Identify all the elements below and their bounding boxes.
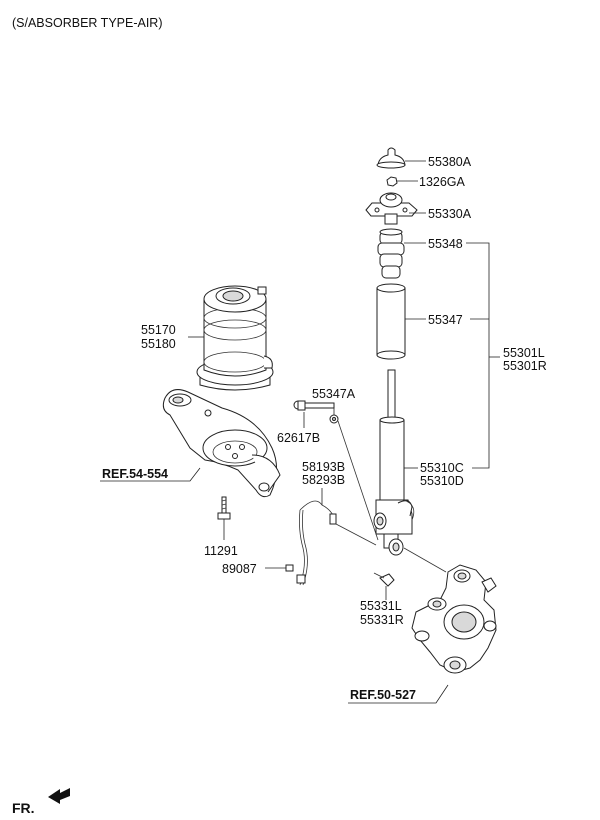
- label-55301L: 55301L: [503, 346, 545, 360]
- nut-part[interactable]: [386, 176, 398, 187]
- label-55348: 55348: [428, 237, 463, 251]
- label-55301R: 55301R: [503, 359, 547, 373]
- bolt-11291-part[interactable]: [217, 496, 231, 520]
- ref-link-50-527[interactable]: REF.50-527: [350, 688, 416, 702]
- knuckle-part[interactable]: [411, 564, 497, 674]
- front-direction-label: FR.: [12, 800, 35, 816]
- ref-link-54-554[interactable]: REF.54-554: [102, 467, 168, 481]
- label-55310D: 55310D: [420, 474, 464, 488]
- leader-lines: [100, 160, 500, 704]
- front-arrow-icon: [48, 788, 70, 804]
- label-55330A: 55330A: [428, 207, 472, 221]
- label-89087: 89087: [222, 562, 257, 576]
- label-55331R: 55331R: [360, 613, 404, 627]
- bump-stopper-part[interactable]: [377, 228, 405, 279]
- brake-hose-part[interactable]: [296, 500, 337, 586]
- label-55331L: 55331L: [360, 599, 402, 613]
- dust-cap-part[interactable]: [376, 147, 406, 169]
- label-55347: 55347: [428, 313, 463, 327]
- bolt-62617B-part[interactable]: [293, 400, 335, 411]
- nut-55347A-part[interactable]: [329, 414, 339, 424]
- air-spring-part[interactable]: [196, 285, 274, 391]
- clip-89087-part[interactable]: [285, 564, 294, 572]
- label-55180: 55180: [141, 337, 176, 351]
- label-58293B: 58293B: [302, 473, 345, 487]
- label-11291: 11291: [204, 544, 238, 558]
- label-55347A: 55347A: [312, 387, 356, 401]
- dust-cover-part[interactable]: [376, 283, 406, 360]
- diagram-title: (S/ABSORBER TYPE-AIR): [12, 16, 163, 30]
- label-55170: 55170: [141, 323, 176, 337]
- shock-absorber-part[interactable]: [373, 369, 415, 556]
- strut-mount-part[interactable]: [365, 192, 418, 225]
- label-55310C: 55310C: [420, 461, 464, 475]
- label-55380A: 55380A: [428, 155, 472, 169]
- bracket-55331-part[interactable]: [373, 572, 395, 587]
- label-62617B: 62617B: [277, 431, 320, 445]
- label-58193B: 58193B: [302, 460, 345, 474]
- lower-arm-part[interactable]: [162, 389, 281, 498]
- label-1326GA: 1326GA: [419, 175, 466, 189]
